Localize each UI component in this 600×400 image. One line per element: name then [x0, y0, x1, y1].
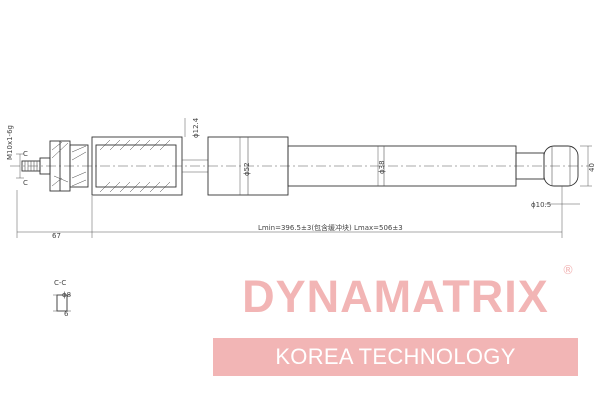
- section-marker-top: C: [23, 150, 28, 158]
- dust-boot: [91, 136, 208, 196]
- brand-name: DYNAMATRIX: [242, 271, 549, 322]
- section-flat-label: 6: [64, 310, 69, 318]
- section-view-c-c: [53, 294, 71, 312]
- boot-diameter-label: ϕ12.4: [192, 117, 200, 138]
- bottom-eye-mount: [515, 145, 579, 187]
- body-diameter-label: ϕ52: [243, 162, 251, 176]
- eye-height-label: 40: [588, 163, 596, 172]
- section-marks: [16, 153, 24, 179]
- thread-label: M10x1-6g: [6, 125, 14, 160]
- registered-mark: ®: [562, 263, 574, 277]
- section-title: C-C: [54, 279, 66, 287]
- rod-length-label: 67: [52, 232, 61, 240]
- length-range-label: Lmin=396.5±3(包含缓冲块) Lmax=506±3: [258, 223, 403, 232]
- section-marker-bottom: C: [23, 179, 28, 187]
- eye-bore-label: ϕ10.5: [531, 201, 551, 209]
- upper-mount-bushings: [49, 140, 89, 192]
- brand-logo: DYNAMATRIX ® KOREA TECHNOLOGY: [213, 258, 578, 376]
- tagline-band: KOREA TECHNOLOGY: [213, 338, 578, 376]
- tube-diameter-label: ϕ38: [378, 160, 386, 174]
- section-diameter-label: ϕ8: [62, 291, 71, 299]
- brand-tagline: KOREA TECHNOLOGY: [275, 344, 516, 369]
- overall-length-dimension: [16, 186, 580, 238]
